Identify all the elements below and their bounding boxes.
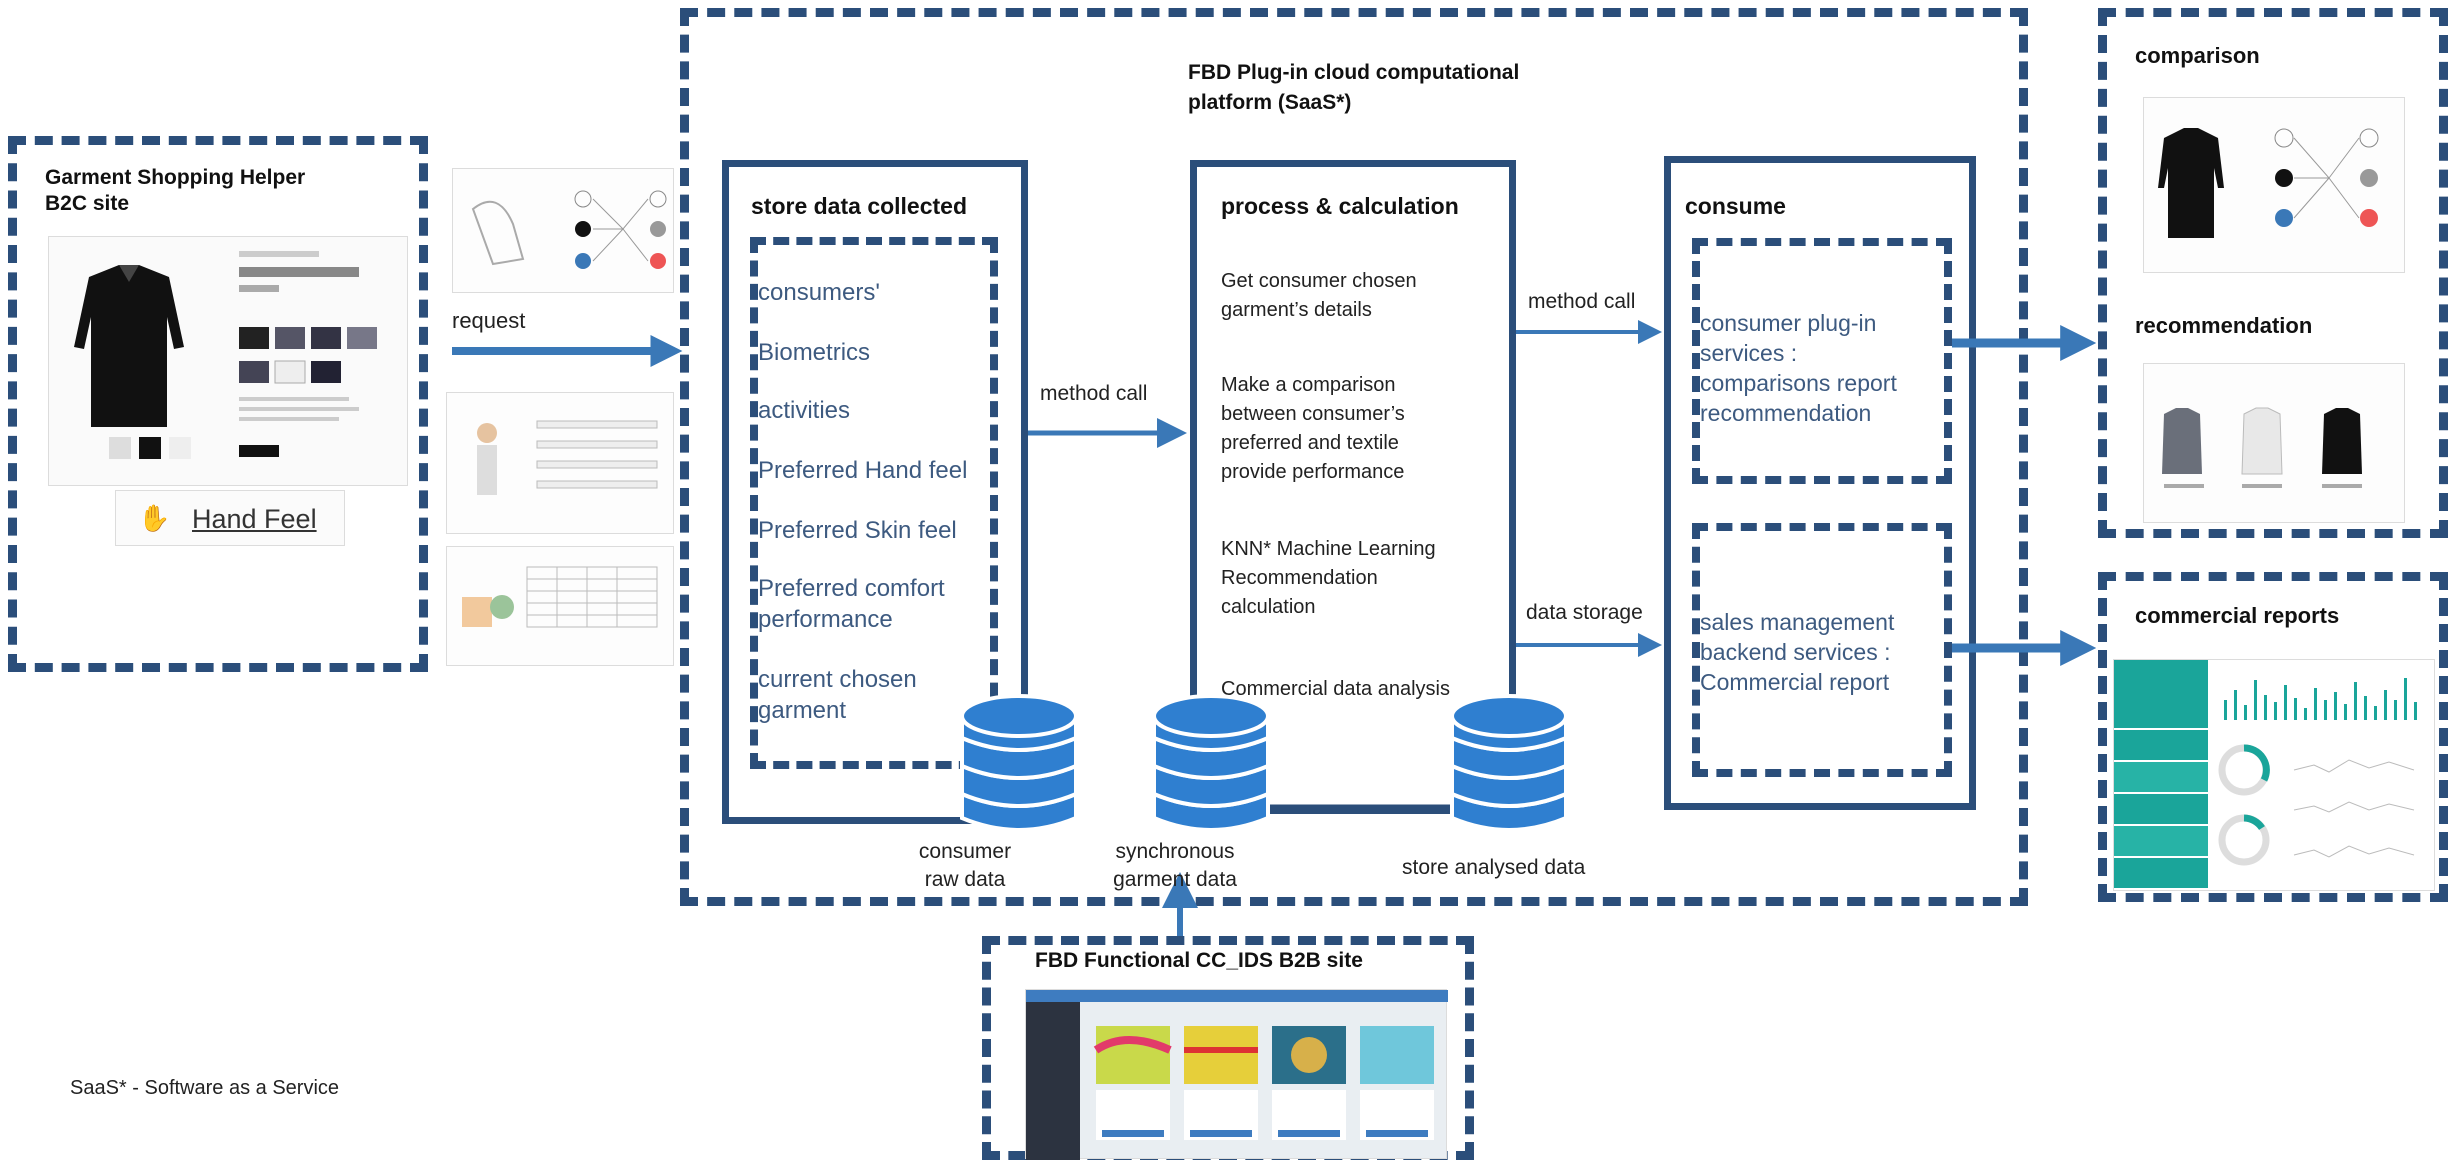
hand-icon: ✋	[138, 503, 171, 533]
hand-feel-button[interactable]: ✋ Hand Feel	[115, 490, 345, 546]
activity-input-screenshot	[446, 546, 674, 666]
consume-title: consume	[1685, 193, 1786, 219]
data-storage-label: data storage	[1526, 601, 1643, 624]
list-item-comfort-1: Preferred comfort	[758, 575, 945, 602]
shirt-product-illustration	[74, 251, 377, 459]
comparison-title: comparison	[2135, 43, 2260, 68]
comparison-recommendation-box: comparison recommendation	[2098, 8, 2448, 538]
commercial-title: commercial reports	[2135, 603, 2340, 628]
platform-title-line1: FBD Plug-in cloud computational	[1188, 61, 1520, 84]
b2b-site-box: FBD Functional CC_IDS B2B site	[982, 936, 1474, 1160]
b2c-site-box	[8, 136, 428, 672]
db-analysed-label: store analysed data	[1402, 856, 1586, 879]
method-call-label-2: method call	[1528, 290, 1636, 313]
hand-feel-selection-screenshot	[452, 168, 674, 293]
request-label: request	[452, 308, 526, 333]
store-data-list: consumers' Biometrics activities Preferr…	[724, 160, 1024, 724]
method-call-label-1: method call	[1040, 382, 1148, 405]
list-item-garment-2: garment	[758, 697, 847, 724]
commercial-reports-box: commercial reports	[2098, 572, 2448, 902]
process-title: process & calculation	[1221, 193, 1459, 219]
b2c-title-line2: B2C site	[45, 192, 130, 215]
platform-title-line2: platform (SaaS*)	[1188, 91, 1352, 114]
list-item-garment-1: current chosen	[758, 666, 917, 693]
hand-feel-label: Hand Feel	[192, 504, 317, 534]
commercial-dashboard-thumbnail	[2113, 659, 2435, 891]
process-step-commercial: Commercial data analysis	[1221, 678, 1450, 700]
platform-box	[680, 8, 2028, 906]
recommendation-title: recommendation	[2135, 313, 2313, 338]
footnote: SaaS* - Software as a Service	[70, 1077, 340, 1099]
list-item-activities: activities	[758, 397, 851, 424]
b2b-title: FBD Functional CC_IDS B2B site	[1035, 949, 1363, 972]
b2c-product-screenshot	[48, 236, 408, 486]
b2b-site-screenshot	[1025, 989, 1448, 1160]
biometrics-input-screenshot	[446, 392, 674, 534]
b2c-title: Garment Shopping Helper B2C site	[45, 165, 305, 217]
comparison-report-thumbnail	[2143, 97, 2405, 273]
list-item-hand-feel: Preferred Hand feel	[758, 457, 968, 484]
store-data-title: store data collected	[751, 193, 968, 219]
list-item-skin-feel: Preferred Skin feel	[758, 517, 957, 544]
store-data-list-box	[750, 237, 998, 769]
b2c-title-line1: Garment Shopping Helper	[45, 166, 306, 189]
list-item-consumers: consumers'	[758, 279, 880, 306]
platform-title: FBD Plug-in cloud computational platform…	[1188, 58, 1519, 118]
list-item-comfort-2: performance	[758, 606, 893, 633]
recommendation-report-thumbnail	[2143, 363, 2405, 523]
list-item-biometrics: Biometrics	[758, 339, 871, 366]
